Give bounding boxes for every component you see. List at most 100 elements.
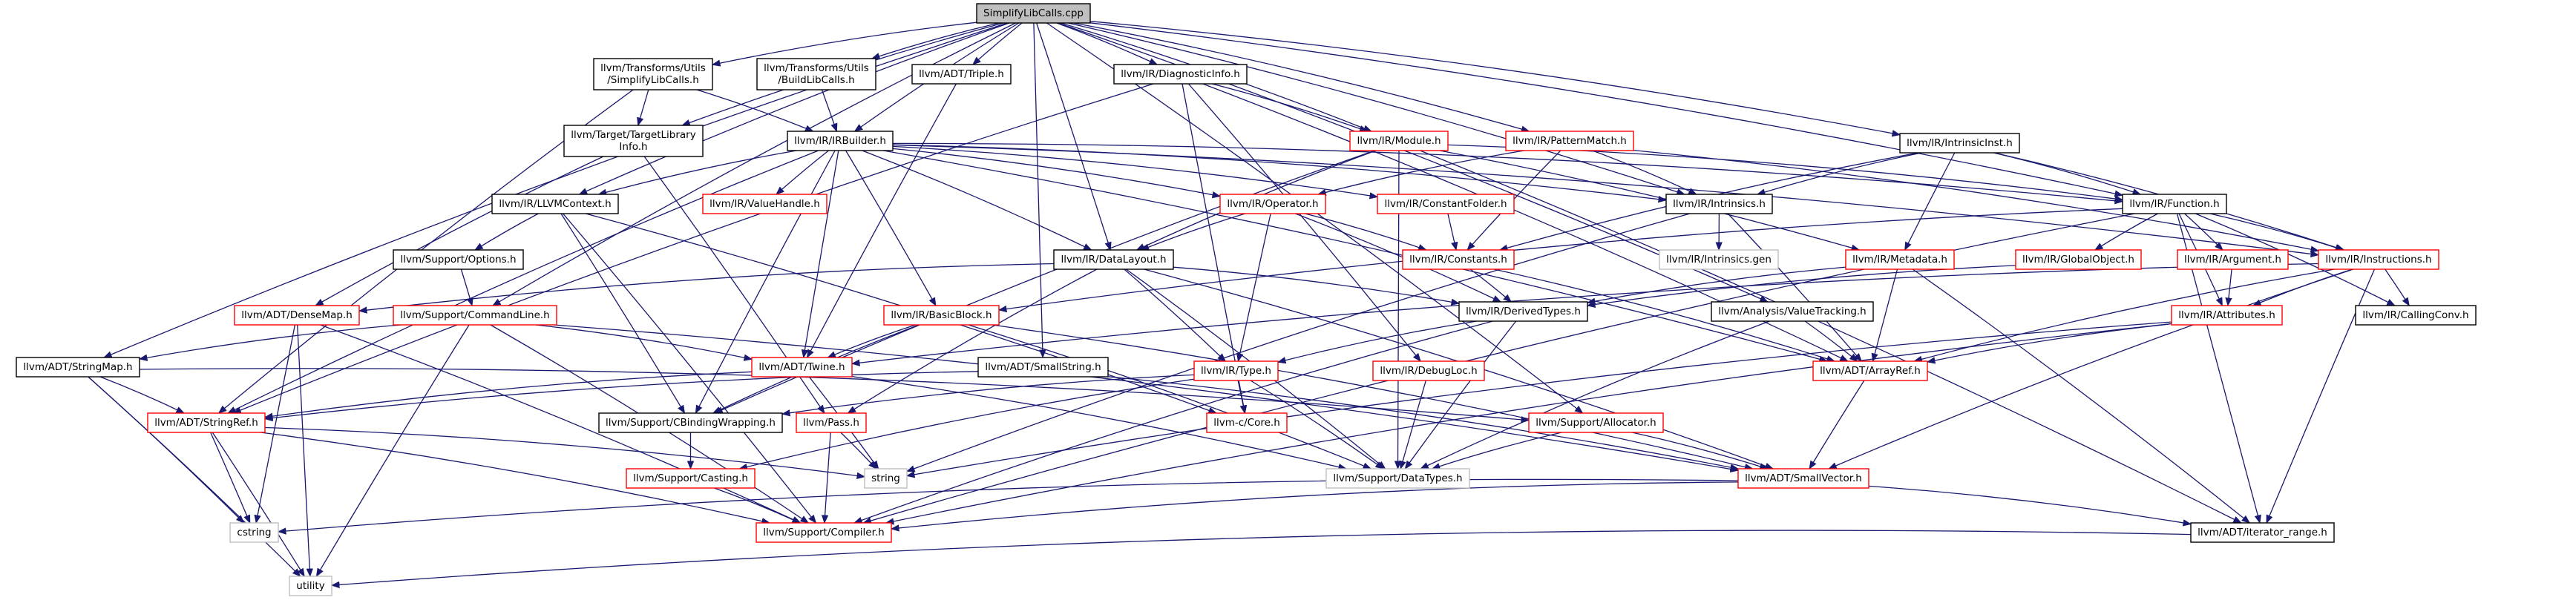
node-function[interactable]: llvm/IR/Function.h [2122, 194, 2227, 214]
node-root[interactable]: SimplifyLibCalls.cpp [976, 3, 1091, 24]
node-box [787, 131, 894, 151]
node-commandline[interactable]: llvm/Support/CommandLine.h [393, 305, 557, 326]
node-pass[interactable]: llvm/Pass.h [796, 412, 867, 433]
edge-irbuilder-to-intrinsics [892, 144, 1668, 203]
node-triple[interactable]: llvm/ADT/Triple.h [911, 64, 1012, 85]
node-callingconv[interactable]: llvm/IR/CallingConv.h [2355, 305, 2477, 326]
edge-constants-to-arrayref [1493, 268, 1836, 363]
edge-stringref-to-cstring [210, 432, 251, 524]
node-constants[interactable]: llvm/IR/Constants.h [1402, 249, 1515, 270]
node-patternmatch[interactable]: llvm/IR/PatternMatch.h [1505, 131, 1634, 151]
edge-irbuilder-to-arrayref [883, 150, 1828, 363]
edge-function-to-callingconv [2195, 213, 2396, 306]
node-debugloc[interactable]: llvm/IR/DebugLoc.h [1372, 360, 1485, 381]
edge-tu-build-to-irbuilder [821, 89, 838, 133]
node-llvmcontext[interactable]: llvm/IR/LLVMContext.h [491, 194, 619, 214]
node-twine[interactable]: llvm/ADT/Twine.h [751, 357, 853, 378]
node-box [1458, 301, 1588, 322]
node-cbinding[interactable]: llvm/Support/CBindingWrapping.h [598, 412, 783, 433]
edge-type-to-cbinding [781, 374, 1195, 417]
edge-root-to-diaginfo [1056, 22, 1158, 65]
edge-pass-to-compiler [821, 432, 831, 524]
node-box [1659, 249, 1779, 270]
node-smallvector[interactable]: llvm/ADT/SmallVector.h [1737, 468, 1869, 489]
edge-diaginfo-to-debugloc [1187, 83, 1421, 362]
edge-tu-simplify-to-targetlib [637, 89, 649, 127]
node-stringref[interactable]: llvm/ADT/StringRef.h [147, 412, 266, 433]
node-operator[interactable]: llvm/IR/Operator.h [1219, 194, 1326, 214]
node-smallstring[interactable]: llvm/ADT/SmallString.h [977, 357, 1109, 378]
node-box [976, 3, 1091, 24]
edge-densemap-to-utility [297, 324, 313, 578]
node-intrinsics[interactable]: llvm/IR/Intrinsics.h [1665, 194, 1773, 214]
node-densemap[interactable]: llvm/ADT/DenseMap.h [234, 305, 360, 326]
node-box [1053, 249, 1174, 270]
node-label: Info.h [619, 141, 647, 153]
node-iteratorrange[interactable]: llvm/ADT/iterator_range.h [2190, 522, 2335, 543]
node-tu-build[interactable]: llvm/Transforms/Utils/BuildLibCalls.h [756, 58, 876, 90]
node-cstring[interactable]: cstring [229, 522, 279, 543]
edge-intrinsicinst-to-intrinsics [1756, 152, 1922, 196]
node-diaginfo[interactable]: llvm/IR/DiagnosticInfo.h [1113, 64, 1248, 85]
node-box [234, 305, 360, 326]
node-label: llvm/IR/Function.h [2129, 198, 2219, 210]
node-string[interactable]: string [864, 468, 908, 489]
node-intrinsicsgen[interactable]: llvm/IR/Intrinsics.gen [1659, 249, 1779, 270]
node-label: llvm/IR/Type.h [1201, 365, 1271, 377]
edge-stringmap-to-cstring [88, 376, 245, 524]
node-datalayout[interactable]: llvm/IR/DataLayout.h [1053, 249, 1174, 270]
node-derivedtypes[interactable]: llvm/IR/DerivedTypes.h [1458, 301, 1588, 322]
node-utility[interactable]: utility [289, 576, 332, 596]
node-globalobject[interactable]: llvm/IR/GlobalObject.h [2015, 249, 2142, 270]
node-box [2171, 305, 2283, 326]
node-valuetracking[interactable]: llvm/Analysis/ValueTracking.h [1711, 301, 1874, 322]
node-attributes[interactable]: llvm/IR/Attributes.h [2171, 305, 2283, 326]
node-compiler[interactable]: llvm/Support/Compiler.h [756, 522, 892, 543]
node-label: llvm/IR/Constants.h [1409, 254, 1507, 266]
node-irbuilder[interactable]: llvm/IR/IRBuilder.h [787, 131, 894, 151]
node-label: llvm/IR/ValueHandle.h [709, 198, 820, 210]
node-module[interactable]: llvm/IR/Module.h [1349, 131, 1449, 151]
node-options[interactable]: llvm/Support/Options.h [393, 249, 524, 270]
node-box [16, 357, 140, 378]
node-type[interactable]: llvm/IR/Type.h [1193, 360, 1279, 381]
node-label: llvm/Pass.h [803, 417, 859, 429]
node-label: SimplifyLibCalls.cpp [983, 7, 1084, 19]
node-metadata[interactable]: llvm/IR/Metadata.h [1845, 249, 1955, 270]
edge-instructions-to-smallvector [1828, 268, 2354, 469]
node-basicblock[interactable]: llvm/IR/BasicBlock.h [883, 305, 1000, 326]
node-intrinsicinst[interactable]: llvm/IR/IntrinsicInst.h [1899, 133, 2020, 154]
edge-basicblock-to-datatypes [968, 324, 1372, 469]
node-box [1193, 360, 1279, 381]
node-label: llvm/IR/ConstantFolder.h [1384, 198, 1507, 210]
node-label: llvm/Support/Casting.h [633, 472, 748, 484]
edge-root-to-intrinsics [1068, 22, 1685, 196]
node-label: llvm/IR/LLVMContext.h [499, 198, 611, 210]
node-label: llvm/IR/CallingConv.h [2362, 309, 2468, 321]
node-label: llvm/Transforms/Utils [600, 62, 706, 74]
node-label: llvm/Support/CommandLine.h [400, 309, 549, 321]
node-allocator[interactable]: llvm/Support/Allocator.h [1528, 412, 1664, 433]
node-tu-simplify[interactable]: llvm/Transforms/Utils/SimplifyLibCalls.h [593, 58, 713, 90]
node-label: llvm/IR/IRBuilder.h [794, 135, 886, 147]
node-stringmap[interactable]: llvm/ADT/StringMap.h [16, 357, 140, 378]
node-box [1377, 194, 1515, 214]
node-ccore[interactable]: llvm-c/Core.h [1206, 412, 1288, 433]
node-constantfolder[interactable]: llvm/IR/ConstantFolder.h [1377, 194, 1515, 214]
node-label: llvm/Support/DataTypes.h [1333, 472, 1462, 484]
node-argument[interactable]: llvm/IR/Argument.h [2177, 249, 2289, 270]
node-datatypes[interactable]: llvm/Support/DataTypes.h [1325, 468, 1470, 489]
edge-pass-to-string [840, 432, 877, 469]
node-valuehandle[interactable]: llvm/IR/ValueHandle.h [702, 194, 827, 214]
node-label: llvm/IR/GlobalObject.h [2022, 254, 2134, 266]
edge-commandline-to-stringmap [138, 324, 402, 361]
node-box [626, 468, 756, 489]
node-casting[interactable]: llvm/Support/Casting.h [626, 468, 756, 489]
node-label: llvm/IR/PatternMatch.h [1513, 135, 1627, 147]
node-instructions[interactable]: llvm/IR/Instructions.h [2318, 249, 2439, 270]
node-box [702, 194, 827, 214]
node-arrayref[interactable]: llvm/ADT/ArrayRef.h [1812, 360, 1928, 381]
edge-stringref-to-utility [212, 432, 305, 577]
node-box [1665, 194, 1773, 214]
